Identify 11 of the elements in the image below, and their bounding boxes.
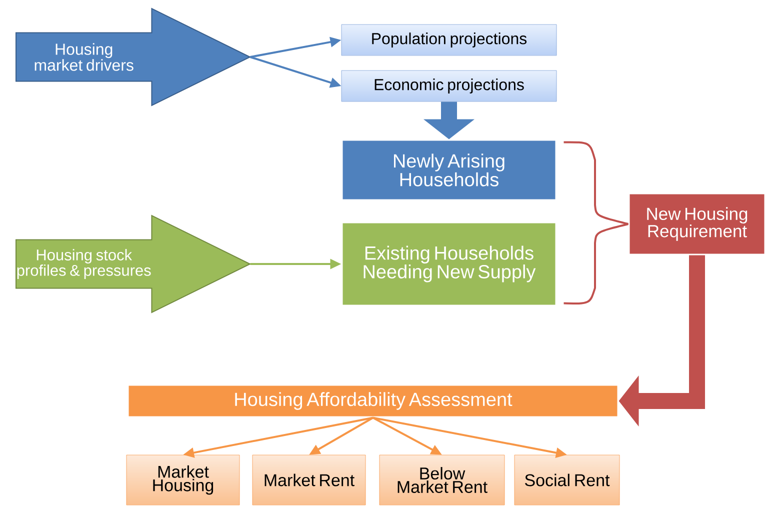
process-box: New Housing Requirement (628, 192, 766, 256)
process-box: Housing Affordability Assessment (127, 384, 619, 418)
process-box: Social Rent (514, 454, 620, 506)
process-box: Existing Households Needing New Supply (341, 222, 557, 306)
brace (564, 223, 628, 304)
process-box: Market Rent (252, 454, 366, 506)
process-box: Population projections (341, 24, 557, 56)
process-box: Below Market Rent (379, 454, 505, 506)
process-box: Market Housing (126, 454, 240, 506)
brace (564, 141, 628, 225)
process-box: Economic projections (341, 70, 557, 102)
